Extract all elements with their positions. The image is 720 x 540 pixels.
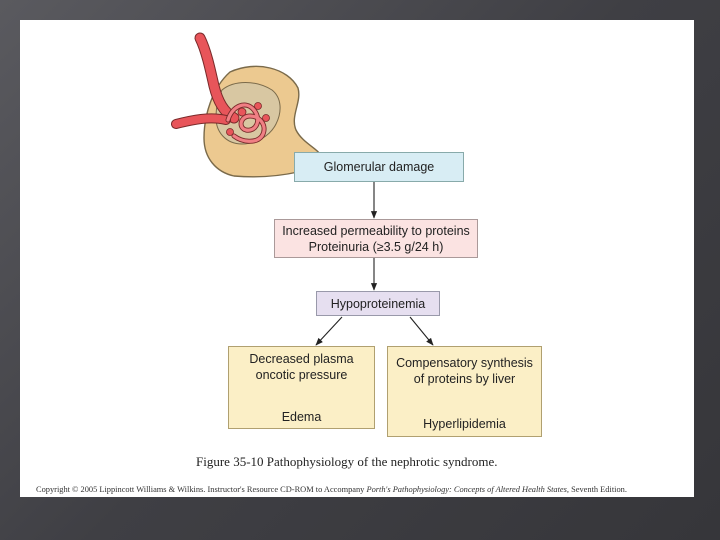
node-hypoproteinemia: Hypoproteinemia xyxy=(316,291,440,316)
copyright-book-title: Porth's Pathophysiology: Concepts of Alt… xyxy=(366,485,570,494)
node-plasma-line1: Decreased plasma xyxy=(249,352,354,366)
figure-caption: Figure 35-10 Pathophysiology of the neph… xyxy=(196,454,498,469)
copyright-suffix: Seventh Edition. xyxy=(569,485,627,494)
node-plasma-line2: oncotic pressure xyxy=(255,368,348,382)
slide: Glomerular damage Increased permeability… xyxy=(20,20,694,497)
node-comp-line1: Compensatory synthesis xyxy=(396,356,533,370)
arrow-hypo-to-compensatory xyxy=(409,316,434,346)
node-increased-permeability: Increased permeability to proteins Prote… xyxy=(274,219,478,258)
node-hyperlipidemia: Hyperlipidemia xyxy=(423,417,506,431)
node-permeability-line1: Increased permeability to proteins xyxy=(282,224,470,238)
node-glomerular-damage-label: Glomerular damage xyxy=(323,160,435,174)
node-hypoproteinemia-label: Hypoproteinemia xyxy=(330,296,426,311)
node-compensatory-synthesis: Compensatory synthesis of proteins by li… xyxy=(387,346,542,437)
copyright-prefix: Copyright © 2005 Lippincott Williams & W… xyxy=(36,485,367,494)
node-comp-line2: of proteins by liver xyxy=(413,372,516,386)
diagram-canvas xyxy=(171,32,467,413)
node-edema: Edema xyxy=(281,410,322,424)
node-decreased-plasma-oncotic-pressure: Decreased plasma oncotic pressure Edema xyxy=(228,346,375,429)
glomerulus-illustration xyxy=(171,32,321,178)
copyright-notice: Copyright © 2005 Lippincott Williams & W… xyxy=(36,485,627,494)
node-proteinuria-line: Proteinuria (≥3.5 g/24 h) xyxy=(308,240,444,254)
arrow-hypo-to-plasma xyxy=(315,316,343,346)
node-glomerular-damage: Glomerular damage xyxy=(294,152,464,182)
